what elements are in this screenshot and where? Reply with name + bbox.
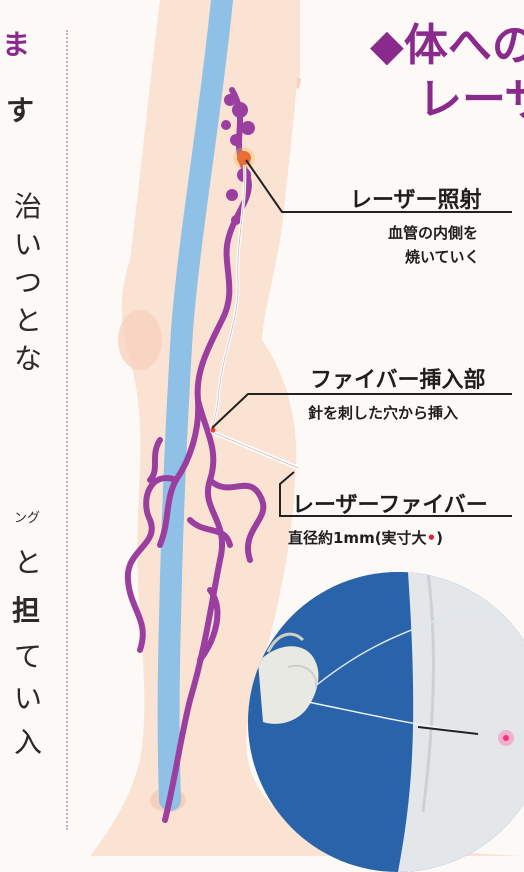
fiber-close-paren: )	[436, 529, 443, 547]
white-cloth	[398, 572, 524, 872]
fiber-callout-sub: 直径約1mm(実寸大•)	[288, 527, 443, 548]
heading-line2: レーザ	[418, 76, 524, 124]
laser-callout-title: レーザー照射	[350, 182, 482, 214]
laser-callout-sub1: 血管の内側を	[388, 222, 478, 243]
actual-size-dot: •	[427, 529, 437, 547]
insertion-callout-sub: 針を刺した穴から挿入	[308, 402, 458, 423]
insertion-callout-title: ファイバー挿入部	[310, 362, 486, 394]
heading-line1: ◆体への	[370, 22, 524, 70]
laser-callout-sub2: 焼いていく	[405, 246, 480, 267]
fiber-diameter-text: 直径約1mm(実寸大	[288, 529, 427, 547]
fiber-callout-title: レーザーファイバー	[292, 487, 488, 519]
